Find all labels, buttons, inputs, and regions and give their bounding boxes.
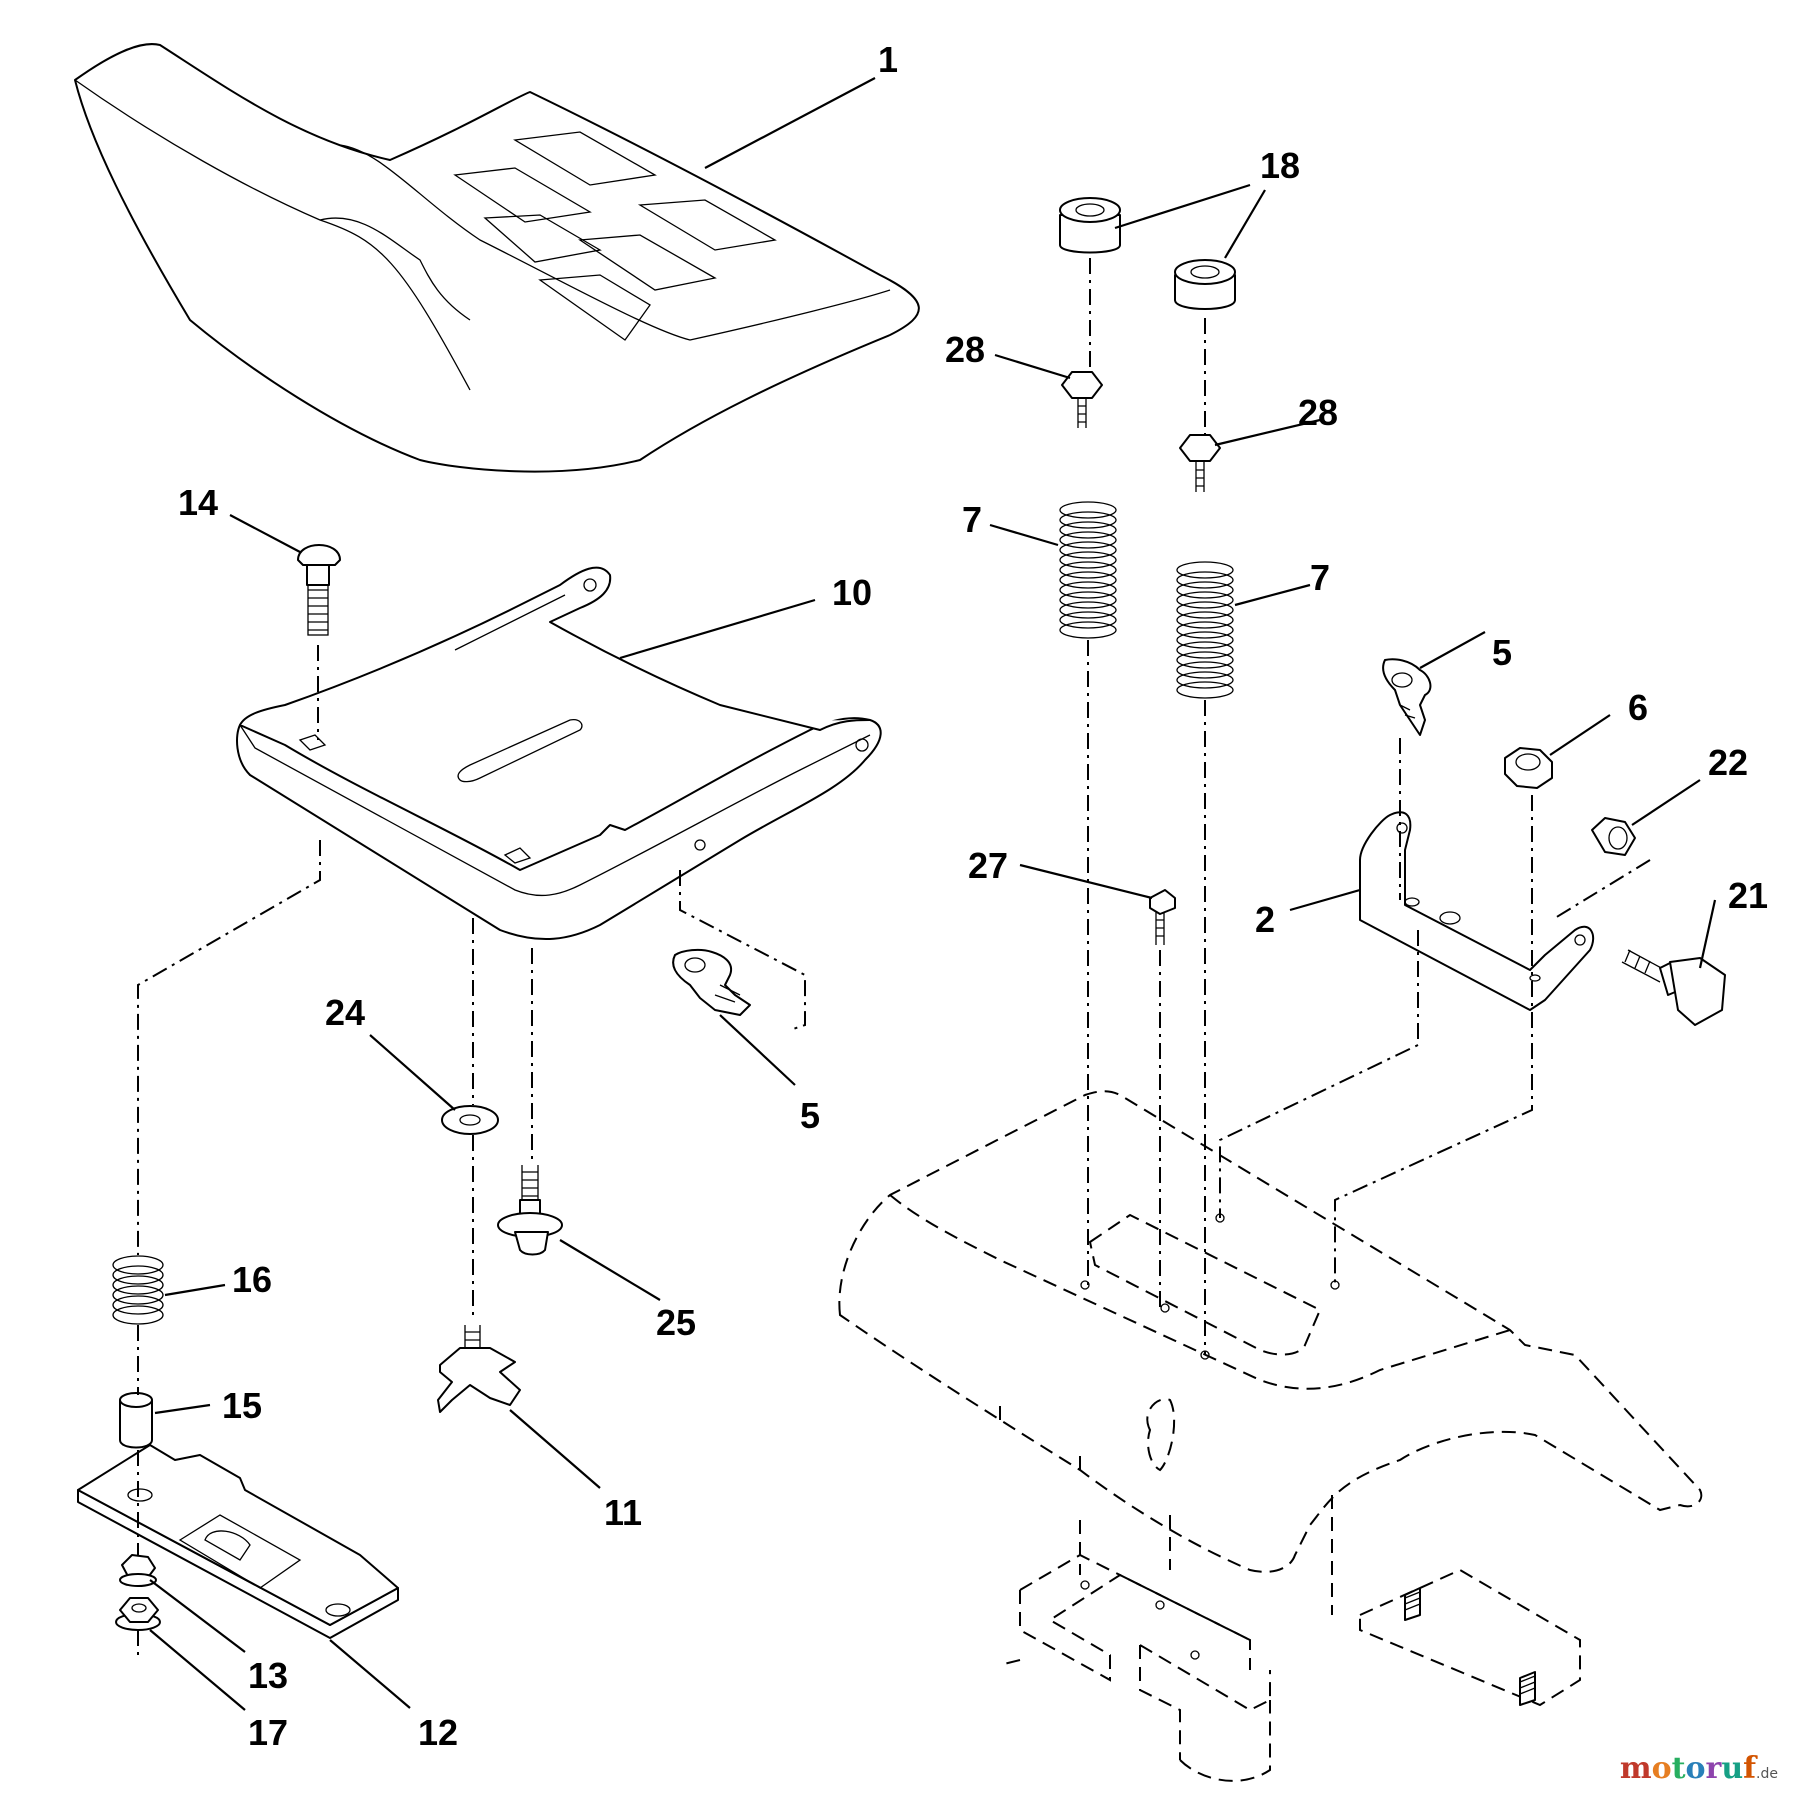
callout-1: 1	[878, 39, 898, 80]
callout-17: 17	[248, 1712, 288, 1753]
callout-7-right: 7	[1310, 557, 1330, 598]
small-spacer	[119, 1392, 153, 1449]
seat-pan	[236, 566, 882, 940]
callout-18: 18	[1260, 145, 1300, 186]
callout-14: 14	[178, 482, 218, 523]
flange-bolt	[1621, 949, 1726, 1026]
callout-2: 2	[1255, 899, 1275, 940]
clip-lower	[672, 948, 751, 1016]
wm-letter: m	[1619, 1751, 1652, 1786]
callout-22: 22	[1708, 742, 1748, 783]
screw-left	[1061, 371, 1103, 428]
callout-24: 24	[325, 992, 365, 1033]
callout-12: 12	[418, 1712, 458, 1753]
knob	[437, 1325, 521, 1413]
callout-11: 11	[604, 1492, 642, 1533]
clip-upper	[1382, 658, 1432, 736]
spring-left	[1059, 501, 1117, 639]
callout-6: 6	[1628, 687, 1648, 728]
shoulder-bolt	[497, 1165, 563, 1256]
callout-10: 10	[832, 572, 872, 613]
nut-17	[115, 1597, 161, 1631]
callout-28-left: 28	[945, 329, 985, 370]
nut-13	[119, 1554, 157, 1587]
callout-16: 16	[232, 1259, 272, 1300]
callout-5-lower: 5	[800, 1095, 820, 1136]
callout-25: 25	[656, 1302, 696, 1343]
wm-letter: o	[1651, 1751, 1672, 1786]
callout-27: 27	[968, 845, 1008, 886]
wm-letter: o	[1685, 1751, 1706, 1786]
wm-letter: r	[1705, 1751, 1722, 1786]
callout-7-left: 7	[962, 499, 982, 540]
wm-letter: f	[1743, 1751, 1757, 1786]
callout-labels: 1 18 28 28 7 7 14 10 5 6 22 27 21 2 24 5…	[178, 39, 1768, 1753]
spacer-right	[1174, 259, 1236, 310]
leader-lines	[149, 77, 1717, 1711]
lock-nut	[1504, 747, 1553, 789]
wm-letter: u	[1721, 1751, 1744, 1786]
callout-28-right: 28	[1298, 392, 1338, 433]
bracket	[1359, 811, 1595, 1011]
wm-letter: t	[1671, 1751, 1686, 1786]
wm-suffix: .de	[1756, 1766, 1778, 1782]
slide-plate	[77, 1444, 399, 1639]
screw-right	[1179, 434, 1221, 492]
watermark-logo: motoruf.de	[1620, 1751, 1778, 1786]
seat	[74, 43, 920, 473]
carriage-bolt	[297, 544, 341, 636]
washer	[441, 1105, 499, 1135]
callout-15: 15	[222, 1385, 262, 1426]
frame-phantom	[838, 1090, 1703, 1782]
small-bolt	[1149, 889, 1176, 945]
callout-13: 13	[248, 1655, 288, 1696]
small-spring	[112, 1255, 164, 1325]
spacer-left	[1059, 197, 1121, 254]
callout-21: 21	[1728, 875, 1768, 916]
callout-5-upper: 5	[1492, 632, 1512, 673]
hex-nut	[1591, 817, 1636, 856]
spring-right	[1176, 561, 1234, 699]
assembly-lines	[137, 258, 1651, 1660]
